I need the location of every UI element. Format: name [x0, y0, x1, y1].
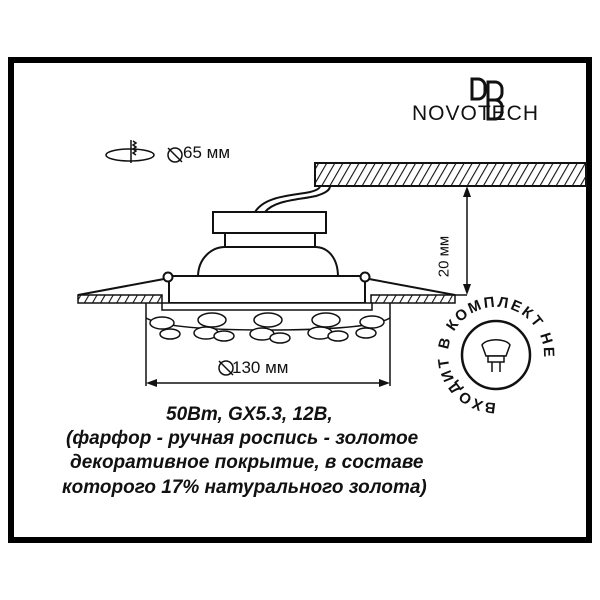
ceiling-plate-right: [370, 294, 456, 304]
brand-logo: NOVOTECH: [412, 74, 572, 130]
spec-line-2: (фарфор - ручная роспись - золотое: [66, 428, 419, 449]
mr16-lamp-icon: [481, 339, 511, 372]
porcelain-flower-decor: [145, 312, 391, 344]
power-cable: [254, 185, 321, 213]
cutout-diameter-label: 65 мм: [183, 143, 231, 162]
brand-name: NOVOTECH: [412, 102, 540, 125]
transformer-cap: [212, 211, 327, 234]
depth-label: 20 мм: [435, 235, 453, 278]
ceiling-slab: [314, 162, 587, 187]
diameter-symbol-icon: [167, 147, 183, 163]
spec-line-4: которого 17% натурального золота): [62, 477, 427, 498]
not-included-badge: ВХОДИТ В КОМПЛЕКТ НЕ: [435, 294, 555, 417]
spec-line-3: декоративное покрытие, в составе: [70, 452, 424, 473]
diameter-symbol-icon: [218, 360, 234, 376]
spec-line-1: 50Вт, GX5.3, 12В,: [166, 404, 333, 425]
fixture-diameter-label: 130 мм: [232, 358, 289, 377]
lamp-dome: [197, 246, 339, 278]
fixture-base: [168, 275, 366, 304]
ceiling-plate-left: [77, 294, 163, 304]
recessed-mount-icon: [105, 140, 155, 163]
logo-mark-icon: [470, 77, 504, 121]
